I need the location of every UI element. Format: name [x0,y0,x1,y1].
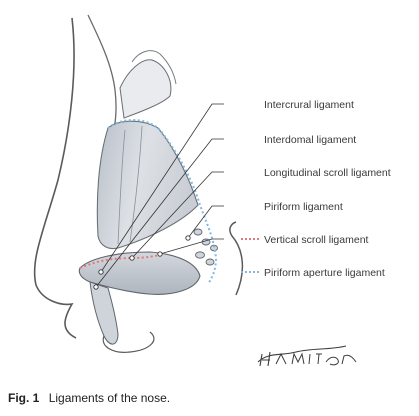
piriform-aperture-ligament-line [107,119,218,285]
nose-ligament-illustration: Intercrural ligament Interdomal ligament… [33,14,391,367]
label-piriform: Piriform ligament [264,201,343,213]
label-intercrural: Intercrural ligament [264,99,354,111]
figure-caption: Fig. 1 Ligaments of the nose. [8,391,170,405]
frontal-process [131,50,177,85]
figure-number: Fig. 1 [8,391,40,405]
vertical-scroll-ligament-line [79,253,165,269]
label-vertical-scroll: Vertical scroll ligament [264,234,369,246]
leader-lines [95,103,224,288]
cartilage-fold-line-2 [129,125,143,243]
medial-crura [89,281,119,345]
nasal-bone [119,59,172,119]
nose-profile-outline [33,17,77,339]
label-longitudinal-scroll: Longitudinal scroll ligament [264,167,391,179]
caption-text: Ligaments of the nose. [48,391,171,405]
leader-endpoints [93,235,191,290]
artist-signature [257,345,357,367]
cartilage-fold-line-1 [117,129,126,245]
label-piriform-aperture: Piriform aperture ligament [264,267,385,279]
illustration-canvas: Intercrural ligament Interdomal ligament… [33,14,391,367]
footplate [102,331,155,353]
label-interdomal: Interdomal ligament [264,134,356,146]
alar-outline [229,221,244,296]
upper-lateral-cartilage [96,120,199,250]
lower-lateral-cartilage [78,251,201,295]
